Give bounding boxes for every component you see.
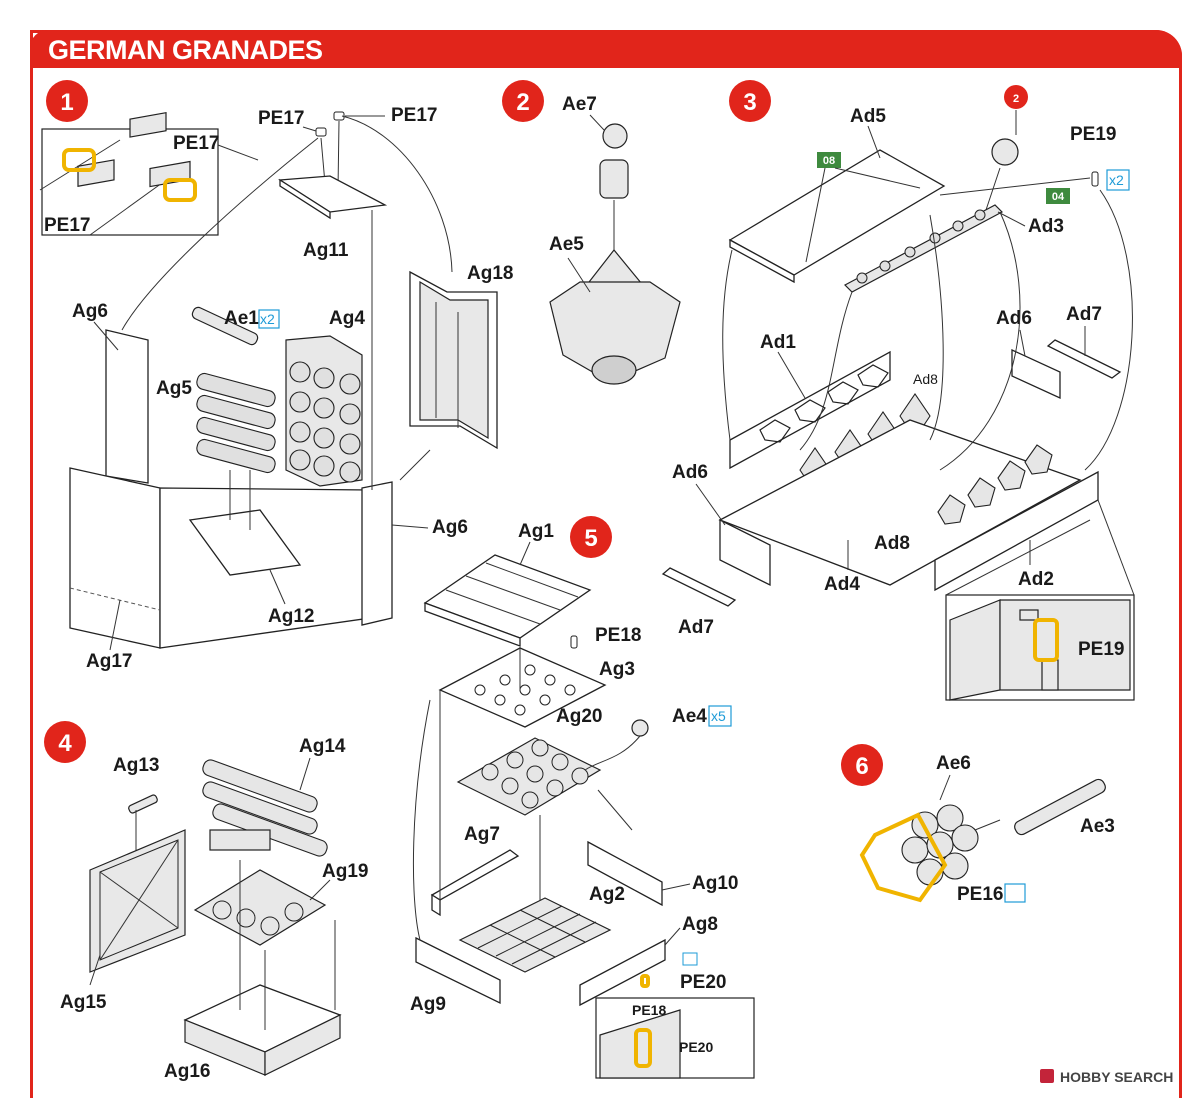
label-ag5: Ag5: [156, 378, 192, 399]
label-pe17-inset-b: PE17: [44, 215, 90, 236]
step-2-assembly: Ae7 Ae5: [549, 94, 681, 385]
svg-text:2: 2: [516, 89, 529, 116]
page-title: GERMAN GRANADES: [48, 35, 323, 65]
label-ag17: Ag17: [86, 651, 132, 672]
label-ag9: Ag9: [410, 994, 446, 1015]
title-bar: [30, 30, 1182, 68]
step-1-assembly: PE17 PE17 PE17 PE17 Ag11 Ag18 Ag6 Ae1 x2: [39, 105, 513, 672]
label-ad2: Ad2: [1018, 569, 1054, 590]
step-6-badge: 6: [841, 744, 883, 786]
label-ad8-b: Ad8: [874, 533, 910, 554]
label-ag1: Ag1: [518, 521, 554, 542]
label-ad6-a: Ad6: [996, 308, 1032, 329]
label-ag6-a: Ag6: [72, 301, 108, 322]
label-pe17-b: PE17: [391, 105, 437, 126]
label-ag7: Ag7: [464, 824, 500, 845]
label-pe16: PE16: [957, 884, 1003, 905]
qty-ae4: x5: [711, 708, 726, 724]
label-ag2: Ag2: [589, 884, 625, 905]
label-ae3: Ae3: [1080, 816, 1115, 837]
watermark: HOBBY SEARCH: [1040, 1069, 1173, 1085]
label-ag3: Ag3: [599, 659, 635, 680]
step-1-badge: 1: [46, 80, 88, 122]
label-pe18: PE18: [595, 625, 641, 646]
label-pe20-inset: PE20: [679, 1039, 713, 1055]
label-ad4: Ad4: [824, 574, 860, 595]
label-ad6-b: Ad6: [672, 462, 708, 483]
label-ae6: Ae6: [936, 753, 971, 774]
label-ad3: Ad3: [1028, 216, 1064, 237]
label-ae5: Ae5: [549, 234, 584, 255]
qty-ae1: x2: [260, 311, 275, 327]
svg-text:3: 3: [743, 89, 756, 116]
svg-text:2: 2: [1013, 93, 1019, 105]
step-4-assembly: Ag13 Ag15 Ag14 Ag19 Ag16: [60, 736, 368, 1082]
label-pe18-inset: PE18: [632, 1002, 666, 1018]
svg-text:04: 04: [1052, 191, 1065, 203]
step-2-badge: 2: [502, 80, 544, 122]
label-pe20-a: PE20: [680, 972, 726, 993]
label-ad8-a: Ad8: [913, 371, 938, 387]
step-6-assembly: Ae6 PE16 Ae3: [859, 753, 1115, 905]
label-ag14: Ag14: [299, 736, 346, 757]
label-ag8: Ag8: [682, 914, 718, 935]
label-pe19-a: PE19: [1070, 124, 1116, 145]
label-ae1: Ae1: [224, 308, 259, 329]
step-3-assembly: Ad5 08 04 2 PE19 x2 Ad3: [661, 85, 1135, 701]
label-ag10: Ag10: [692, 873, 738, 894]
label-pe19-b: PE19: [1078, 639, 1124, 660]
label-ag6-b: Ag6: [432, 517, 468, 538]
label-ad5: Ad5: [850, 106, 886, 127]
svg-text:1: 1: [60, 89, 73, 116]
label-ag19: Ag19: [322, 861, 368, 882]
svg-text:08: 08: [823, 155, 835, 167]
label-ag12: Ag12: [268, 606, 314, 627]
label-ag13: Ag13: [113, 755, 159, 776]
svg-text:HOBBY SEARCH: HOBBY SEARCH: [1060, 1069, 1173, 1085]
step-4-badge: 4: [44, 721, 86, 763]
svg-text:4: 4: [58, 730, 72, 757]
label-ad7-a: Ad7: [1066, 304, 1102, 325]
label-ag11: Ag11: [303, 240, 349, 261]
label-ad7-b: Ad7: [678, 617, 714, 638]
label-ag18: Ag18: [467, 263, 513, 284]
label-ag20: Ag20: [556, 706, 602, 727]
label-ag16: Ag16: [164, 1061, 210, 1082]
label-pe17-a: PE17: [258, 108, 304, 129]
step-3-badge: 3: [729, 80, 771, 122]
step-5-assembly: Ag1 PE18 Ag3 Ag20 Ae4 x5 Ag7: [410, 521, 755, 1079]
label-ae4: Ae4: [672, 706, 707, 727]
label-ad1: Ad1: [760, 332, 796, 353]
step-5-badge: 5: [570, 516, 612, 558]
label-ae7: Ae7: [562, 94, 597, 115]
svg-text:6: 6: [855, 753, 868, 780]
svg-text:5: 5: [584, 525, 597, 552]
label-pe17-inset-a: PE17: [173, 133, 219, 154]
label-ag15: Ag15: [60, 992, 107, 1013]
label-ag4: Ag4: [329, 308, 365, 329]
qty-pe19: x2: [1109, 172, 1124, 188]
